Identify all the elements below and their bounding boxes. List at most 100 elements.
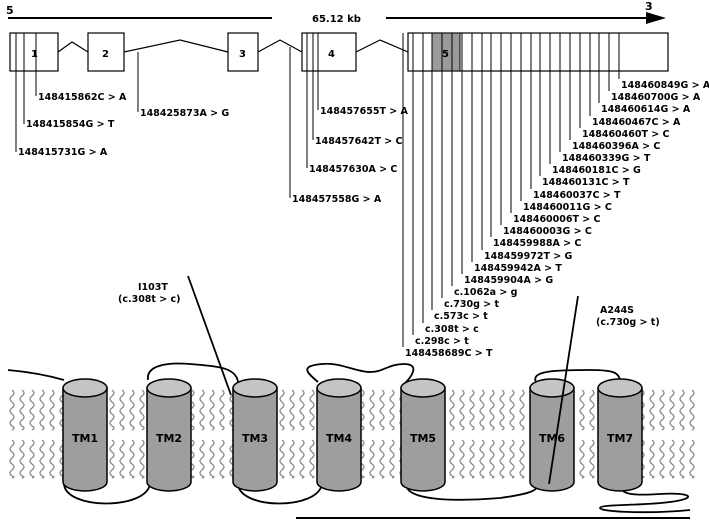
lipid-tail xyxy=(139,389,145,431)
exon-4 xyxy=(301,32,357,72)
lipid-tail xyxy=(389,439,395,479)
n-terminus xyxy=(7,369,65,381)
helix-label: TM3 xyxy=(242,432,268,445)
helix-tm2: TM2 xyxy=(146,378,192,492)
helix-label: TM6 xyxy=(539,432,565,445)
helix-cap xyxy=(146,378,192,398)
helix-label: TM2 xyxy=(156,432,182,445)
helix-tm7: TM7 xyxy=(597,378,643,492)
mutation-detail: (c.308t > c) xyxy=(118,294,181,305)
variant-label: 148460181C > G xyxy=(552,165,641,176)
helix-label: TM7 xyxy=(607,432,633,445)
variant-label: 148457630A > C xyxy=(309,164,397,175)
helix-cap xyxy=(62,378,108,398)
lipid-tail xyxy=(659,439,665,479)
lipid-tail xyxy=(59,439,65,479)
lipid-tail xyxy=(59,389,65,431)
intracellular-loop-1 xyxy=(63,483,151,505)
intracellular-loop-3 xyxy=(405,483,538,501)
helix-label: TM4 xyxy=(326,432,352,445)
lipid-tail xyxy=(669,439,675,479)
lipid-tail xyxy=(299,389,305,431)
lipid-tail xyxy=(379,439,385,479)
intron-1 xyxy=(57,41,89,53)
lipid-tail xyxy=(9,389,15,431)
exon-2-label: 2 xyxy=(102,49,109,60)
helix-body xyxy=(400,387,446,492)
helix-body xyxy=(529,387,575,492)
lipid-tail xyxy=(489,389,495,431)
extracellular-loop-2 xyxy=(147,362,239,383)
lipid-tail xyxy=(579,389,585,431)
lipid-tail xyxy=(649,389,655,431)
helix-tm3: TM3 xyxy=(232,378,278,492)
exon-2 xyxy=(87,32,125,72)
lipid-tail xyxy=(29,389,35,431)
intron-2 xyxy=(123,39,229,53)
lipid-tail xyxy=(389,389,395,431)
helix-cap xyxy=(232,378,278,398)
variant-label: 148460011G > C xyxy=(523,202,612,213)
helix-tm6: TM6 xyxy=(529,378,575,492)
c-terminus xyxy=(599,483,691,514)
lipid-tail xyxy=(469,439,475,479)
lipid-tail xyxy=(109,439,115,479)
lipid-tail xyxy=(509,389,515,431)
helix-cap xyxy=(316,378,362,398)
lipid-tail xyxy=(369,439,375,479)
lipid-tail xyxy=(49,439,55,479)
lipid-tail xyxy=(449,389,455,431)
lipid-tail xyxy=(479,389,485,431)
variant-label: 148460700G > A xyxy=(611,92,701,103)
variant-label: c.308t > c xyxy=(425,324,479,335)
lipid-tail xyxy=(199,389,205,431)
lipid-tail xyxy=(39,439,45,479)
helix-body xyxy=(62,387,108,492)
variant-label: c.1062a > g xyxy=(454,287,517,298)
mutation-name: A244S xyxy=(600,305,634,316)
lipid-tail xyxy=(279,389,285,431)
gene-structure: 5 3 65.12 kb 1 2 3 4 5 148415862C > A 14… xyxy=(6,0,709,359)
lipid-tail xyxy=(449,439,455,479)
variant-label: 148457655T > A xyxy=(320,106,409,117)
lipid-tail xyxy=(289,439,295,479)
three-prime-label: 3 xyxy=(645,0,653,13)
variant-label: c.298c > t xyxy=(415,336,469,347)
lipid-tail xyxy=(129,389,135,431)
helix-label: TM1 xyxy=(72,432,98,445)
exon-3 xyxy=(227,32,259,72)
lipid-tail xyxy=(109,389,115,431)
variant-label: 148457642T > C xyxy=(315,136,403,147)
lipid-tail xyxy=(589,439,595,479)
variant-label: 148458689C > T xyxy=(405,348,493,359)
extracellular-loop-3 xyxy=(306,362,415,383)
lipid-tail xyxy=(199,439,205,479)
lipid-tail xyxy=(309,439,315,479)
helix-body xyxy=(316,387,362,492)
lipid-tail xyxy=(479,439,485,479)
lipid-tail xyxy=(519,389,525,431)
variant-label: c.730g > t xyxy=(444,299,499,310)
variant-label: 148459904A > G xyxy=(464,275,553,286)
lipid-tail xyxy=(519,439,525,479)
exon-5-label: 5 xyxy=(442,49,449,60)
lipid-tail xyxy=(499,439,505,479)
lipid-tail xyxy=(119,439,125,479)
lipid-tail xyxy=(689,439,695,479)
lipid-tail xyxy=(209,389,215,431)
lipid-tail xyxy=(369,389,375,431)
exon-3-label: 3 xyxy=(239,49,246,60)
variant-label: 148459988A > C xyxy=(493,238,581,249)
helix-tm1: TM1 xyxy=(62,378,108,492)
intron-3 xyxy=(257,39,303,53)
lipid-tail xyxy=(19,439,25,479)
lipid-tail xyxy=(469,389,475,431)
exon-5-highlight xyxy=(431,32,461,72)
lipid-tail xyxy=(39,389,45,431)
transcription-arrow-head xyxy=(646,12,666,24)
variant-label: 148460037C > T xyxy=(533,190,621,201)
helix-body xyxy=(597,387,643,492)
lipid-tail xyxy=(229,389,235,431)
variant-label: 148460003G > C xyxy=(503,226,592,237)
